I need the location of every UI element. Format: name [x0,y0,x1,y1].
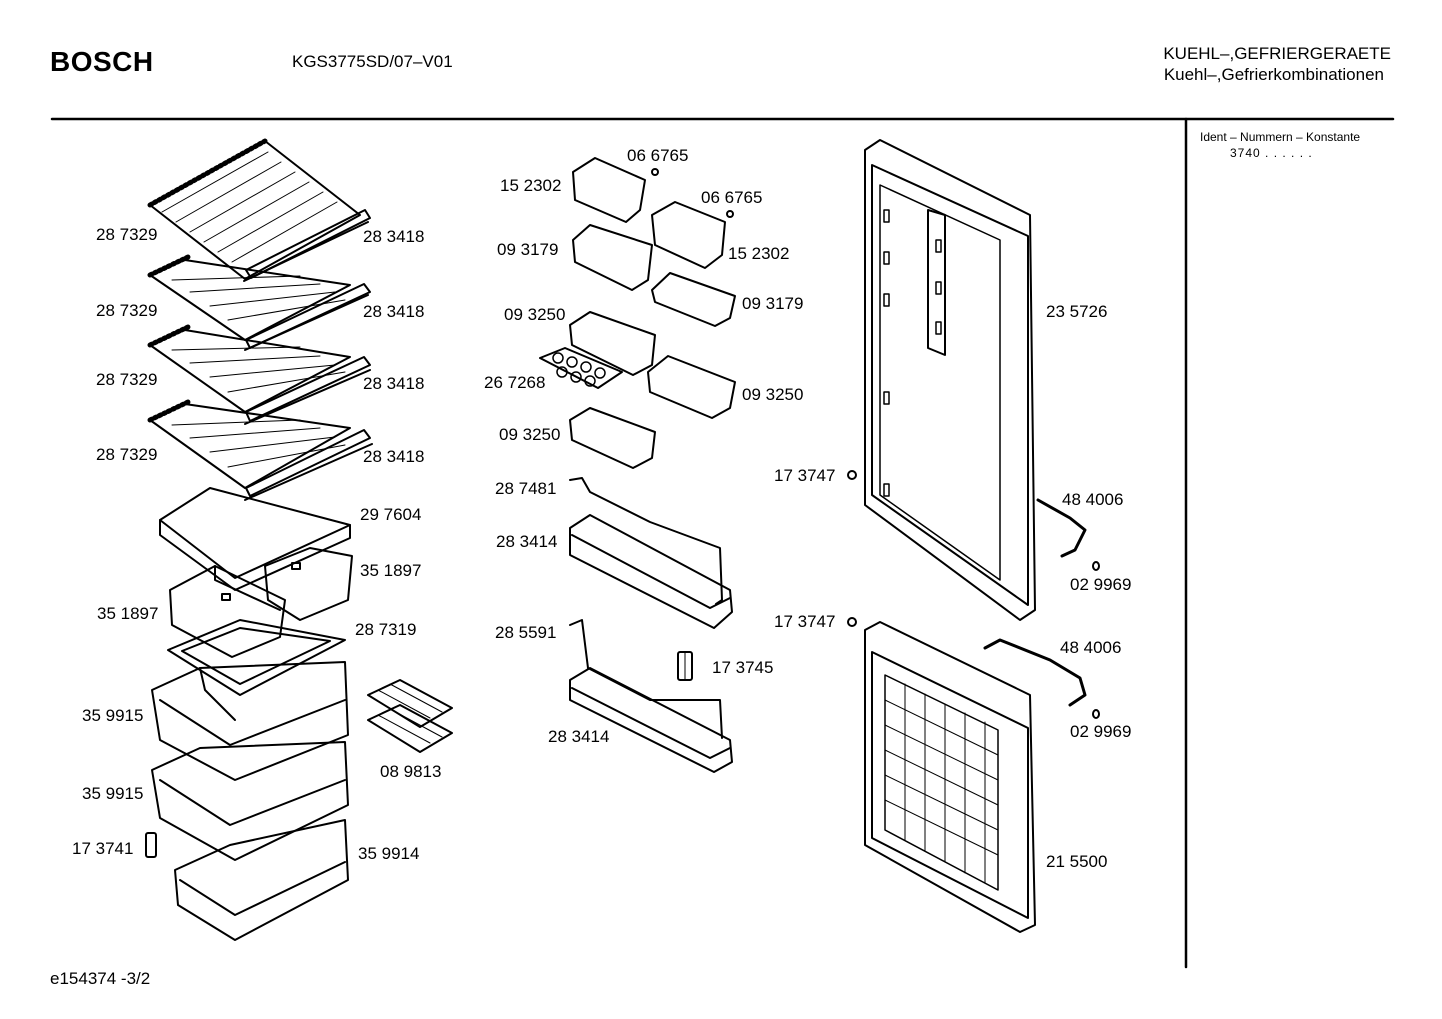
part-label: 21 5500 [1046,852,1108,871]
model-number: KGS3775SD/07–V01 [292,52,453,71]
crisper-drawer-1 [151,661,349,781]
part-label: 28 7329 [96,301,158,320]
part-label: 28 7329 [96,445,158,464]
part-label: 28 7481 [495,479,557,498]
part-label: 28 5591 [495,623,557,642]
part-label: 17 3747 [774,612,836,631]
part-label: 28 7329 [96,370,158,389]
part-label: 28 3414 [548,727,610,746]
part-label: 29 7604 [360,505,422,524]
part-label: 28 3418 [363,227,425,246]
small-drawer-left [169,565,286,658]
footer-code: e154374 -3/2 [50,969,151,988]
wire-shelf-1 [147,138,371,280]
shelf-trim-4 [244,443,373,501]
freezer-door [864,621,1036,933]
part-label: 15 2302 [728,244,790,263]
egg-tray [539,347,623,389]
part-label: 28 7329 [96,225,158,244]
bottle-shelf-2 [569,667,733,773]
wire-rail-2 [569,619,723,739]
part-label: 28 3418 [363,447,425,466]
part-label: 08 9813 [380,762,442,781]
door-tray-small-1 [572,224,653,291]
hinge-pin-lower [847,617,857,627]
ident-value: 3740 . . . . . . [1230,146,1313,160]
part-label: 35 1897 [360,561,422,580]
clip-part-173745 [677,651,693,681]
part-label: 09 3250 [504,305,566,324]
fridge-door [864,139,1036,621]
door-tray-medium-1 [569,311,656,376]
handle-cap-lower [1092,709,1100,719]
door-tray-medium-3 [569,407,656,469]
screw-1 [651,168,659,176]
part-label: 35 9915 [82,784,144,803]
part-label: 28 7319 [355,620,417,639]
category-subtitle: Kuehl–,Gefrierkombinationen [1163,65,1384,84]
door-tray-medium-2 [647,355,736,419]
hinge-pin-upper [847,470,857,480]
part-label: 02 9969 [1070,575,1132,594]
wire-shelf-3 [147,324,371,422]
wire-shelf-2 [147,254,371,349]
door-handle-lower [983,638,1087,707]
ident-label: Ident – Nummern – Konstante [1200,130,1361,144]
small-drawer-right [264,547,353,621]
ice-cube-trays [367,679,453,753]
clip-part-173741 [145,832,157,858]
butter-lid-2 [651,201,726,269]
part-label: 17 3741 [72,839,134,858]
wire-rail-1 [569,477,723,605]
freezer-drawer [174,819,349,941]
part-label: 35 1897 [97,604,159,623]
part-label: 17 3745 [712,658,774,677]
part-label: 09 3179 [497,240,559,259]
part-label: 02 9969 [1070,722,1132,741]
bottle-shelf-1 [569,514,733,629]
brand-logo: BOSCH [50,46,154,77]
crisper-drawer-2 [151,741,349,861]
part-label: 09 3250 [499,425,561,444]
butter-lid-1 [572,157,646,223]
part-label: 48 4006 [1060,638,1122,657]
wire-shelf-4 [147,399,371,497]
category-title: KUEHL–,GEFRIERGERAETE [1163,44,1391,63]
part-label: 26 7268 [484,373,546,392]
part-label: 15 2302 [500,176,562,195]
part-label: 35 9915 [82,706,144,725]
glass-shelf [159,487,351,591]
part-label: 09 3250 [742,385,804,404]
shelf-trim-2 [244,294,369,351]
part-label: 28 3418 [363,374,425,393]
part-label: 23 5726 [1046,302,1108,321]
door-tray-small-2 [651,272,736,327]
part-label: 17 3747 [774,466,836,485]
door-handle-upper [1036,498,1087,558]
part-label: 28 3414 [496,532,558,551]
part-label: 06 6765 [701,188,763,207]
part-label: 48 4006 [1062,490,1124,509]
glass-cover-plate [167,619,346,696]
part-label: 06 6765 [627,146,689,165]
part-label: 09 3179 [742,294,804,313]
screw-2 [726,210,734,218]
part-label: 35 9914 [358,844,420,863]
handle-cap-upper [1092,561,1100,571]
part-label: 28 3418 [363,302,425,321]
